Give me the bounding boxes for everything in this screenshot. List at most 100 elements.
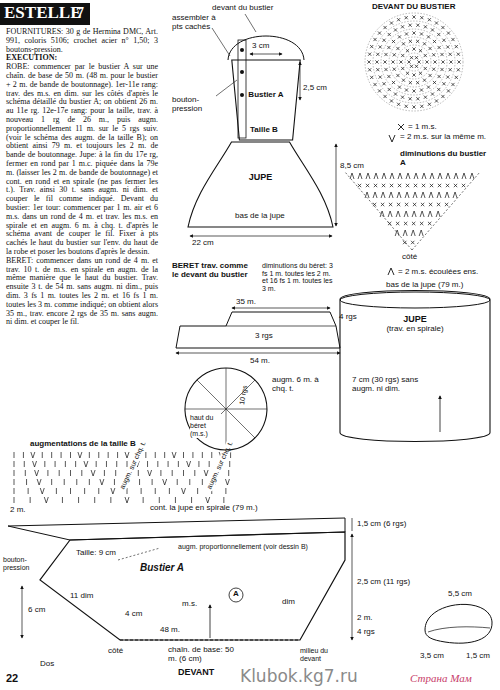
- stitch-mark: [61, 452, 62, 458]
- stitch-mark: [382, 39, 385, 42]
- stitch-mark: [98, 452, 99, 458]
- stitch-mark: [211, 452, 212, 458]
- stitch-mark: [172, 452, 176, 458]
- dimension-line: [352, 518, 353, 531]
- stitch-mark: [409, 97, 412, 100]
- dimension-label: Bustier A: [140, 562, 184, 573]
- stitch-mark: [431, 92, 434, 95]
- stitch-mark: [446, 75, 449, 78]
- stitch-mark: [125, 497, 129, 503]
- stitch-mark: [393, 68, 396, 71]
- stitch-mark: [381, 192, 385, 198]
- stitch-mark: [446, 184, 449, 187]
- stitch-mark: [84, 488, 85, 494]
- dimension-label: devant du bustier: [212, 4, 273, 13]
- stitch-mark: [96, 461, 97, 467]
- stitch-mark: [432, 53, 435, 56]
- stitch-mark: [412, 222, 415, 225]
- stitch-mark: [419, 230, 423, 236]
- dimension-label: dim: [282, 598, 295, 607]
- dimension-label: milieu du devant: [300, 647, 340, 662]
- stitch-mark: [47, 470, 48, 476]
- stitch-mark: [403, 230, 407, 236]
- stitch-mark: [373, 192, 377, 198]
- stitch-mark: [440, 53, 443, 56]
- stitch-mark: [454, 184, 457, 187]
- stitch-mark: [14, 488, 15, 494]
- dimension-label: 35 m.: [236, 298, 256, 307]
- dimension-label: bouton-pression: [3, 556, 39, 571]
- stitch-mark: [108, 452, 109, 458]
- stitch-mark: [438, 75, 441, 78]
- piece-label: haut du béret (m.s.): [190, 414, 224, 438]
- dimension-label: 8,5 cm: [340, 162, 364, 171]
- stitch-mark: [389, 192, 393, 198]
- watermark: Klubok.kg7.ru: [240, 667, 358, 686]
- stitch-mark: [115, 470, 116, 476]
- stitch-mark: [432, 68, 435, 71]
- stitch-mark: [406, 184, 409, 187]
- stitch-mark: [402, 42, 405, 45]
- dimension-label: cont. la jupe en spirale (79 m.): [150, 504, 258, 513]
- piece-outline: [228, 60, 304, 140]
- stitch-mark: [28, 488, 29, 494]
- stitch-mark: [447, 31, 450, 34]
- stitch-mark: [70, 470, 71, 476]
- stitch-mark: [152, 479, 153, 485]
- stitch-mark: [399, 60, 402, 63]
- stitch-mark: [462, 173, 466, 179]
- stitch-mark: [449, 68, 452, 71]
- beret-row-line: [226, 326, 336, 327]
- stitch-mark: [163, 479, 167, 485]
- dimension-label: = 2 m.s. écoulées ens.: [398, 268, 478, 277]
- stitch-mark: [388, 33, 391, 36]
- dimension-label: assembler à pts cachés: [172, 14, 222, 32]
- stitch-mark: [428, 18, 431, 21]
- stitch-mark: [376, 68, 379, 71]
- stitch-mark: [398, 184, 401, 187]
- stitch-mark: [428, 74, 431, 77]
- stitch-mark: [405, 192, 409, 198]
- stitch-mark: [14, 461, 15, 467]
- button-band: [238, 40, 246, 138]
- stitch-mark: [393, 53, 396, 56]
- stitch-mark: [91, 470, 95, 476]
- stitch-mark: [365, 192, 369, 198]
- stitch-mark: [430, 173, 434, 179]
- stitch-mark: [396, 47, 399, 50]
- beret-band: [428, 627, 490, 632]
- stitch-mark: [378, 89, 381, 92]
- stitch-mark: [187, 461, 191, 467]
- stitch-mark: [411, 230, 415, 236]
- stitch-mark: [402, 79, 405, 82]
- stitch-mark: [383, 60, 386, 63]
- stitch-mark: [25, 470, 26, 476]
- leader-line: [212, 28, 230, 56]
- stitch-mark: [229, 461, 230, 467]
- beret-top-circle: haut du béret (m.s.): [185, 368, 267, 450]
- stitch-mark: [404, 222, 407, 225]
- stitch-mark: [228, 470, 229, 476]
- round-guide: [365, 13, 463, 111]
- dimension-label: bouton-pression: [172, 96, 216, 114]
- stitch-mark: [390, 184, 393, 187]
- stitch-mark: [415, 56, 418, 59]
- stitch-mark: [446, 45, 449, 48]
- stitch-mark: [405, 16, 408, 19]
- stitch-mark: [420, 105, 423, 108]
- instructions-heading: EXECUTION:: [6, 54, 158, 63]
- stitch-mark: [197, 488, 198, 494]
- stitch-mark: [412, 15, 415, 18]
- stitch-mark: [401, 54, 404, 57]
- stitch-mark: [416, 40, 419, 43]
- stitch-mark: [117, 452, 118, 458]
- single-crochet-symbol: [398, 124, 404, 130]
- stitch-mark: [387, 75, 390, 78]
- stitch-mark: [441, 95, 444, 98]
- stitch-mark: [204, 470, 208, 476]
- chart-title: diminutions du bustier A: [400, 150, 488, 168]
- stitch-mark: [449, 53, 452, 56]
- stitch-mark: [59, 470, 60, 476]
- work-direction-arrow: [210, 605, 211, 638]
- stitch-mark: [409, 24, 412, 27]
